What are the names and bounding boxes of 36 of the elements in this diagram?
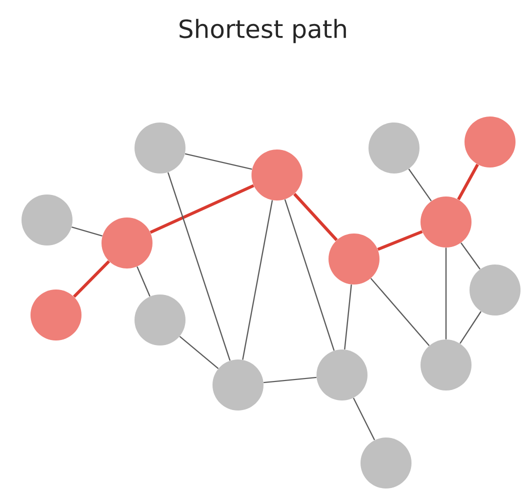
graph-node [328,234,380,284]
graph-node [420,196,472,248]
graph-edge [293,192,338,242]
graph-node [464,116,516,168]
graph-node [470,264,520,316]
graph-node [360,438,412,488]
graph-edge [408,168,432,202]
graph-node [30,290,82,340]
graph-node [368,122,420,174]
graph-edge [242,200,273,360]
graph-edge [460,311,482,344]
graph-edge [167,172,231,361]
graph-edge [377,230,423,251]
graph-edge [150,184,254,234]
graph-node [134,122,186,174]
graph-node [420,340,472,390]
graph-edge [72,226,102,236]
graph-edge [284,199,335,351]
graph-edge [344,284,352,350]
graph-edge [445,248,447,340]
graph-edge [72,260,110,298]
graph-edge [352,398,376,440]
graph-edge [457,164,479,200]
graph-edge [184,153,252,170]
graph-node [134,294,186,346]
graph-edge [370,278,430,346]
graph-node [102,218,152,268]
graph-node [316,350,368,400]
graph-edge [179,336,219,369]
graph-edge [136,266,150,297]
graph-node [22,194,72,246]
graph-edge [264,376,316,384]
graph-edge [460,242,480,270]
graph-node [252,150,302,200]
graph-node [212,360,264,410]
title: Shortest path [180,18,346,44]
